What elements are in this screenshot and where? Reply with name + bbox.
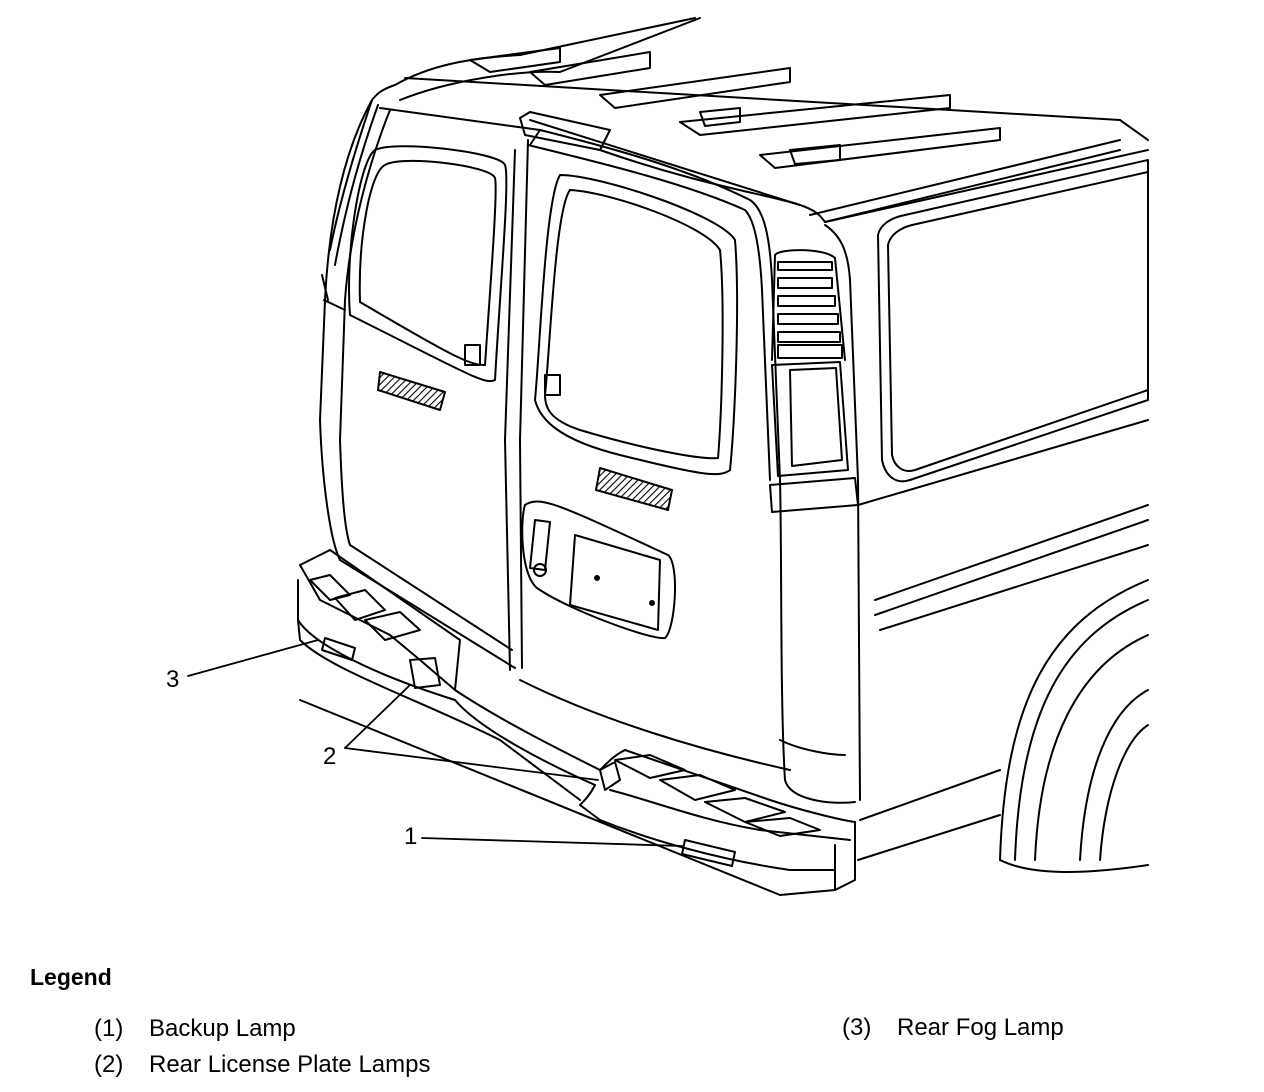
legend-item-2: (2) Rear License Plate Lamps — [94, 1051, 430, 1079]
legend-item-label: Backup Lamp — [149, 1015, 296, 1042]
legend-item-label: Rear Fog Lamp — [897, 1014, 1064, 1041]
callout-1: 1 — [404, 823, 418, 850]
legend-item-3: (3) Rear Fog Lamp — [842, 1014, 1064, 1042]
right-rear-door — [519, 129, 856, 804]
rear-license-plate-lamp-left — [409, 657, 441, 689]
legend-item-1: (1) Backup Lamp — [94, 1015, 296, 1043]
legend-title: Legend — [30, 964, 112, 990]
legend-item-number: (3) — [842, 1014, 872, 1041]
rear-bumper — [297, 549, 856, 896]
high-mount-stop-lamp — [519, 111, 611, 151]
rear-fog-lamp — [321, 637, 356, 661]
van-rear-illustration — [187, 17, 1149, 896]
van-side — [824, 149, 1149, 873]
rear-license-plate-lamp-right — [599, 761, 621, 791]
left-rear-door — [319, 99, 541, 671]
roof — [371, 17, 1149, 223]
backup-lamp — [681, 839, 736, 867]
callout-2: 2 — [323, 743, 337, 770]
leader-lines — [187, 639, 683, 847]
legend-item-number: (2) — [94, 1051, 124, 1078]
legend-item-number: (1) — [94, 1015, 124, 1042]
legend-item-label: Rear License Plate Lamps — [149, 1051, 431, 1078]
callout-3: 3 — [166, 666, 180, 693]
